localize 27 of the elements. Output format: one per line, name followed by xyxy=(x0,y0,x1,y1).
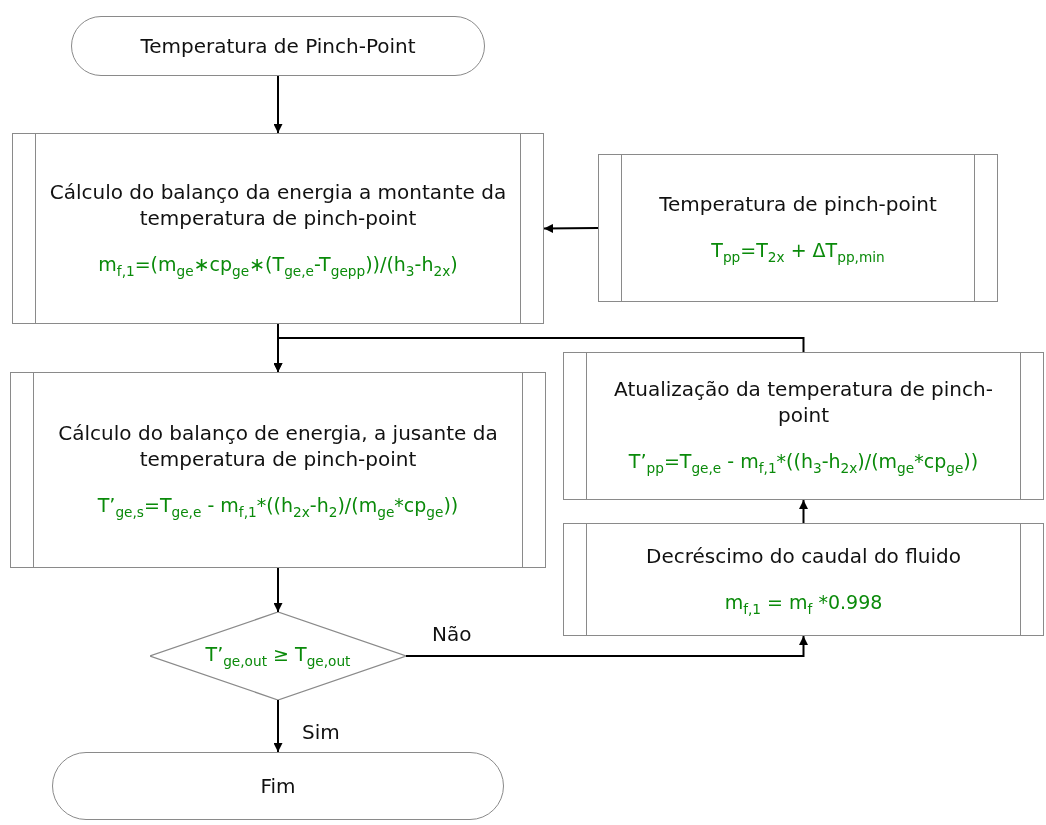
step-text: Fim xyxy=(259,773,297,799)
formula-text: m$_{f,1}$=(m$_{ge}$∗cp$_{ge}$∗(T$_{ge,e}$-T$_{gepp}$))/(h$_{3}$-h$_{2x}$) xyxy=(98,252,458,279)
decision-diamond xyxy=(150,612,406,700)
step-text: Cálculo do balanço da energia a montante da temperatura de pinch-point xyxy=(48,178,508,231)
process-box xyxy=(12,133,544,324)
formula-text: T$_{pp}$=T$_{2x}$ + ΔT$_{pp,min}$ xyxy=(711,239,885,265)
arrow xyxy=(273,337,805,373)
formula-text: T’$_{pp}$=T$_{ge,e}$ - m$_{f,1}$*((h$_{3}$-h$_{2x}$)/(m$_{ge}$*cp$_{ge}$)) xyxy=(628,450,979,476)
step-text: Decréscimo do caudal do fluido xyxy=(645,542,962,569)
formula-text: T’$_{ge,s}$=T$_{ge,e}$ - m$_{f,1}$*((h$_{2x}$-h$_{2}$)/(m$_{ge}$*cp$_{ge}$)) xyxy=(97,494,459,520)
formula-text: T’$_{ge,out}$ ≥ T$_{ge,out}$ xyxy=(205,643,351,669)
step-text: Cálculo do balanço de energia, a jusante da temperatura de pinch-point xyxy=(57,420,499,473)
process-box xyxy=(10,372,546,568)
process-box xyxy=(563,523,1044,636)
arrow xyxy=(405,635,808,657)
step-text: Temperatura de Pinch-Point xyxy=(139,33,417,59)
process-box xyxy=(563,352,1044,500)
formula-text: m$_{f,1}$ = m$_{f}$ *0.998 xyxy=(724,590,883,617)
arrow xyxy=(273,699,283,753)
step-text: Temperatura de pinch-point xyxy=(658,191,938,218)
process-box xyxy=(598,154,998,302)
step-text: Atualização da temperatura de pinch-point xyxy=(613,376,994,429)
arrow xyxy=(273,567,283,613)
arrow xyxy=(799,499,808,524)
arrow xyxy=(273,75,283,134)
start-terminal xyxy=(71,16,485,76)
arrow xyxy=(543,223,599,233)
